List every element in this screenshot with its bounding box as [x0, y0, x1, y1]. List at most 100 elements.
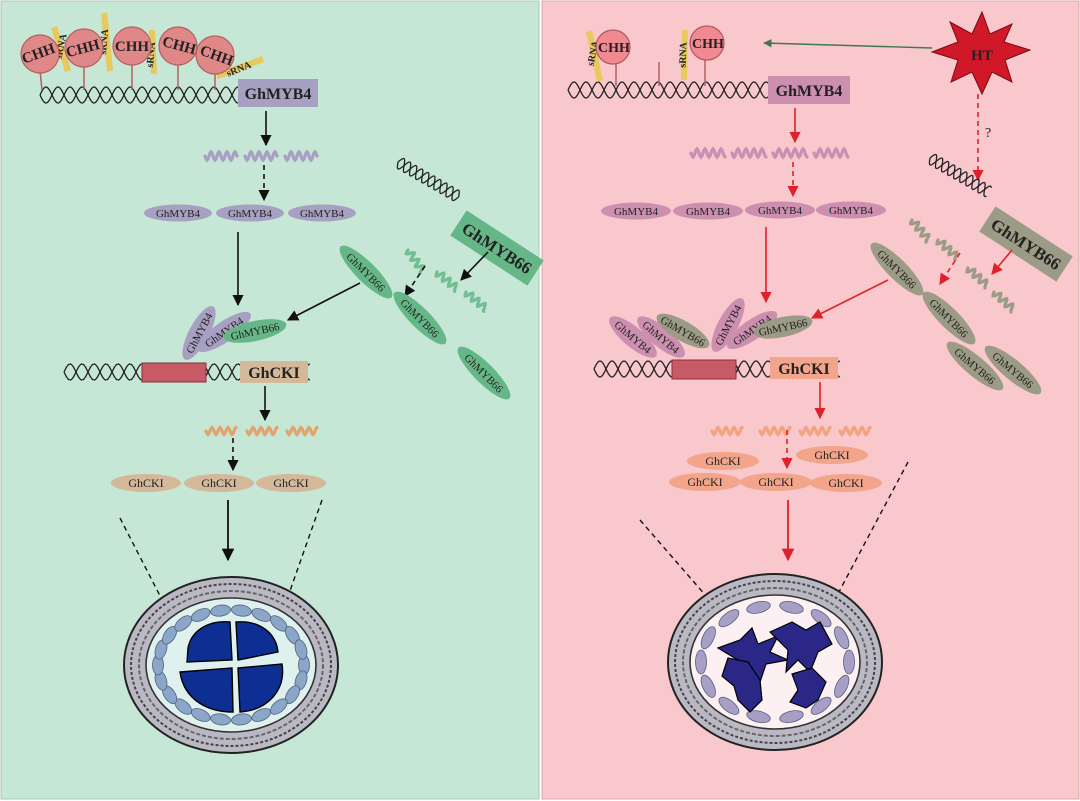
tapetum-cell: [718, 696, 740, 715]
dna-strand: [397, 157, 460, 202]
tapetum-ring: [695, 601, 855, 723]
mrna-wave: [758, 425, 792, 437]
myb4-protein: [745, 201, 815, 219]
myb4-protein: [182, 306, 216, 360]
mrna-strand: [771, 146, 809, 160]
aborted-pollen-cells: [716, 621, 833, 713]
myb4-protein: [197, 311, 251, 353]
mrna-wave: [404, 248, 426, 275]
myb66-protein: [922, 291, 976, 345]
mrna-strand: [935, 238, 959, 262]
mrna-strand: [203, 149, 239, 163]
myb4-protein-label: GhMYB4: [686, 206, 731, 218]
myb66-protein: [753, 315, 813, 339]
mrna-strand: [204, 425, 238, 437]
mrna-wave: [283, 149, 319, 163]
chh-label: CHH: [598, 41, 630, 56]
mrna-strand: [243, 149, 279, 163]
myb4-protein-group-ht: GhMYB4 GhMYB4 GhMYB4 GhMYB4: [601, 201, 886, 220]
arrow-myb66-translation-ht: [939, 252, 961, 285]
ht-anther-section: [667, 573, 883, 751]
mrna-strand: [965, 266, 989, 290]
mrna-strand: [908, 218, 931, 244]
tapetum-cell: [810, 609, 832, 628]
chh-label: CHH: [115, 39, 150, 55]
anther-wall-texture: [674, 580, 876, 744]
right-cki-locus: GhMYB4 GhMYB4 GhMYB66 GhMYB4 GhMYB4 GhMY…: [593, 298, 841, 380]
tapetum-cell: [294, 639, 308, 660]
mrna-wave: [204, 425, 238, 437]
myb66-protein: [656, 313, 710, 349]
cki-protein-label: GhCKI: [201, 476, 236, 490]
mrna-wave: [771, 146, 809, 160]
myb4-protein: [144, 204, 212, 222]
cki-protein-label: GhCKI: [758, 475, 793, 489]
anther-wall-texture: [682, 587, 868, 737]
mrna-strand: [689, 146, 727, 160]
mrna-wave: [243, 149, 279, 163]
mrna-wave: [991, 290, 1015, 314]
left-myb4-locus: sRNA sRNA sRNA sRNA CHH CHH CHH CHH CHH …: [20, 12, 318, 107]
tapetum-cell: [779, 710, 804, 723]
myb66-dna-helix: [396, 157, 460, 202]
mrna-wave: [965, 266, 989, 290]
srna-strand: [586, 30, 603, 82]
myb66-protein: [393, 291, 447, 345]
left-dna-helix: [39, 86, 241, 104]
mrna-wave: [245, 425, 279, 437]
tapetum-cell: [834, 674, 850, 698]
dna-strand: [39, 86, 241, 104]
myb4-protein-label: GhMYB4: [758, 205, 803, 217]
unknown-link-label: ?: [985, 126, 991, 141]
myb4-gene-box: [768, 76, 850, 104]
mrna-wave: [203, 149, 239, 163]
normal-anther-section: [123, 576, 339, 754]
pollen-cell: [179, 667, 234, 713]
mrna-wave: [710, 425, 744, 437]
myb4-protein-label: GhMYB4: [829, 205, 874, 217]
mrna-wave: [285, 425, 319, 437]
cki-protein-group-ht: GhCKI GhCKI GhCKI GhCKI GhCKI: [669, 446, 882, 492]
mrna-strand: [434, 270, 458, 293]
myb66-protein: [984, 345, 1042, 395]
arrow-ht-to-methylation: [763, 39, 933, 49]
mrna-strand: [798, 425, 832, 437]
cki-protein: [256, 474, 326, 492]
cki-protein-label: GhCKI: [128, 476, 163, 490]
tapetum-cell: [746, 601, 771, 614]
cki-protein: [184, 474, 254, 492]
tapetum-cell: [695, 649, 707, 675]
cki-protein-label: GhCKI: [687, 475, 722, 489]
dna-strand: [929, 153, 987, 198]
chh-methylation-mark: [64, 28, 104, 68]
myb4-protein-label: GhMYB4: [614, 206, 659, 218]
anther-wall-texture: [138, 590, 324, 740]
mrna-wave: [730, 146, 768, 160]
cki-gene-label: GhCKI: [778, 361, 830, 378]
right-myb4-locus: sRNA sRNA CHH CHH GhMYB4: [567, 25, 850, 104]
tapetum-cell: [700, 626, 716, 650]
myb4-gene-label: GhMYB4: [245, 86, 312, 103]
mrna-wave: [935, 238, 959, 262]
arrow-myb66-transcription-ht: [991, 249, 1013, 275]
myb66-protein: [870, 242, 924, 296]
tapetum-cell: [834, 626, 850, 650]
mrna-wave: [838, 425, 872, 437]
myb4-protein: [816, 201, 886, 219]
cki-protein: [810, 474, 882, 492]
tapetum-cell: [270, 698, 288, 715]
mrna-wave: [812, 146, 850, 160]
myb4-protein: [601, 202, 671, 220]
srna-strand: [216, 56, 264, 79]
dna-strand: [928, 157, 992, 194]
mrna-wave: [689, 146, 727, 160]
dna-strand: [567, 81, 769, 99]
arrow-myb66-to-complex: [287, 282, 361, 321]
tapetum-cell: [779, 601, 804, 614]
myb4-protein: [637, 316, 685, 358]
arrow-myb66-transcription: [460, 251, 489, 281]
anther-locule: [145, 597, 317, 733]
chh-methylation-mark: [158, 26, 198, 66]
tapetum-cell: [174, 615, 192, 632]
mrna-wave: [463, 290, 487, 313]
